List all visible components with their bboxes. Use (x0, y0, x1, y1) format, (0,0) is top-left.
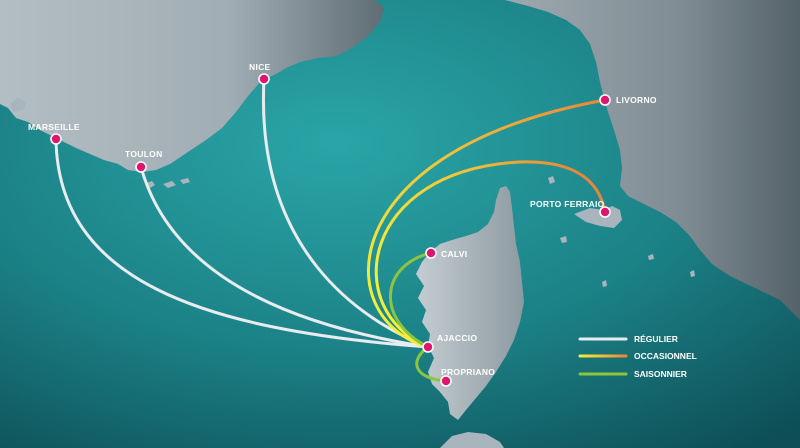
legend: RÉGULIER OCCASIONNEL SAISONNIER (578, 334, 697, 379)
sardinia-tip (440, 432, 504, 448)
port-toulon-marker[interactable] (135, 161, 147, 173)
port-propriano-label: PROPRIANO (441, 367, 495, 377)
legend-regular-label: RÉGULIER (634, 334, 678, 344)
france-coast (0, 0, 384, 172)
italy-coast (505, 0, 800, 320)
route-calvi-ajaccio (389, 251, 433, 349)
islands-hyeres (146, 178, 190, 188)
legend-seasonal-label: SAISONNIER (634, 369, 687, 379)
corsica-island (416, 186, 524, 420)
route-ajaccio-livorno (366, 98, 607, 349)
port-ajaccio-label: AJACCIO (437, 333, 477, 343)
port-portoferraio-marker[interactable] (599, 206, 611, 218)
port-livorno-marker[interactable] (599, 94, 611, 106)
ports: MARSEILLE TOULON NICE LIVORNO PORTO FERR… (28, 62, 657, 387)
occasional-routes (366, 98, 607, 349)
port-marseille-marker[interactable] (50, 133, 62, 145)
legend-occasional-label: OCCASIONNEL (634, 351, 697, 361)
port-nice-label: NICE (249, 62, 271, 72)
port-marseille-label: MARSEILLE (28, 122, 80, 132)
route-toulon-ajaccio (139, 165, 430, 349)
port-toulon-label: TOULON (125, 149, 163, 159)
port-livorno-label: LIVORNO (616, 95, 657, 105)
port-calvi-label: CALVI (441, 249, 467, 259)
route-ajaccio-portoferraio (374, 160, 607, 349)
islet-marseille (10, 98, 26, 112)
port-ajaccio-marker[interactable] (422, 341, 434, 353)
route-marseille-ajaccio (54, 137, 430, 349)
port-portoferraio-label: PORTO FERRAIO (530, 199, 605, 209)
port-nice-marker[interactable] (258, 73, 270, 85)
port-propriano-marker[interactable] (440, 375, 452, 387)
port-calvi-marker[interactable] (425, 247, 437, 259)
